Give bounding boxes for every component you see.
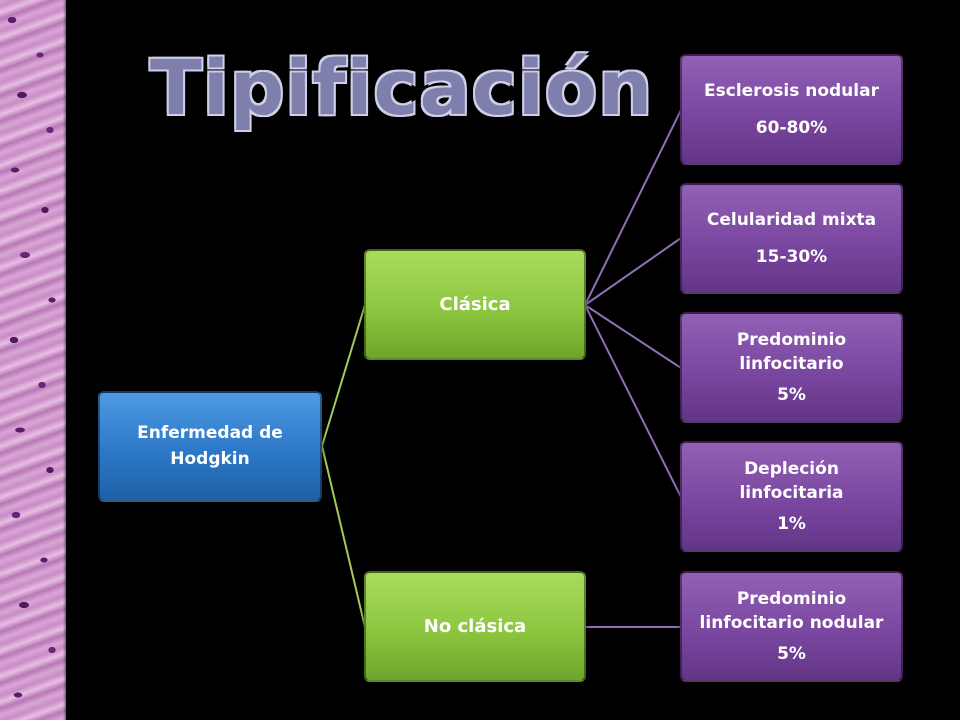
connector-classic-esclerosis [584, 109, 682, 306]
connector-root-classic [321, 304, 366, 447]
connector-classic-deplecion [584, 304, 682, 498]
subtype-node-predominio: Predominio linfocitario 5% [680, 312, 903, 423]
classic-label: Clásica [439, 294, 511, 315]
subtype-node-celularidad: Celularidad mixta 15-30% [680, 183, 903, 294]
connector-root-nonclassic [321, 445, 366, 628]
tissue-histology-image [0, 0, 69, 720]
subtype-name: Celularidad mixta [706, 209, 877, 230]
subtype-name: Predominio linfocitario [736, 329, 847, 375]
subtype-percent: 1% [777, 513, 806, 534]
nonclassic-label: No clásica [423, 616, 527, 637]
root-label: Enfermedad de Hodgkin [137, 423, 283, 469]
subtype-name: Depleción linfocitaria [739, 458, 844, 504]
connector-classic-celularidad [584, 237, 682, 306]
subtype-percent: 60-80% [755, 117, 828, 138]
subtype-node-deplecion: Depleción linfocitaria 1% [680, 441, 903, 552]
connector-classic-predominio [584, 304, 682, 369]
root-node: Enfermedad de Hodgkin [98, 391, 322, 502]
nonclassic-node: No clásica [364, 571, 586, 682]
subtype-name: Esclerosis nodular [704, 80, 879, 101]
subtype-percent: 5% [777, 643, 806, 664]
subtype-percent: 5% [777, 384, 806, 405]
slide-title: Tipificación [150, 43, 654, 132]
subtype-node-esclerosis: Esclerosis nodular 60-80% [680, 54, 903, 165]
subtype-percent: 15-30% [755, 246, 828, 267]
subtype-node-nodular: Predominio linfocitario nodular 5% [680, 571, 903, 682]
subtype-name: Predominio linfocitario nodular [699, 588, 884, 634]
classic-node: Clásica [364, 249, 586, 360]
